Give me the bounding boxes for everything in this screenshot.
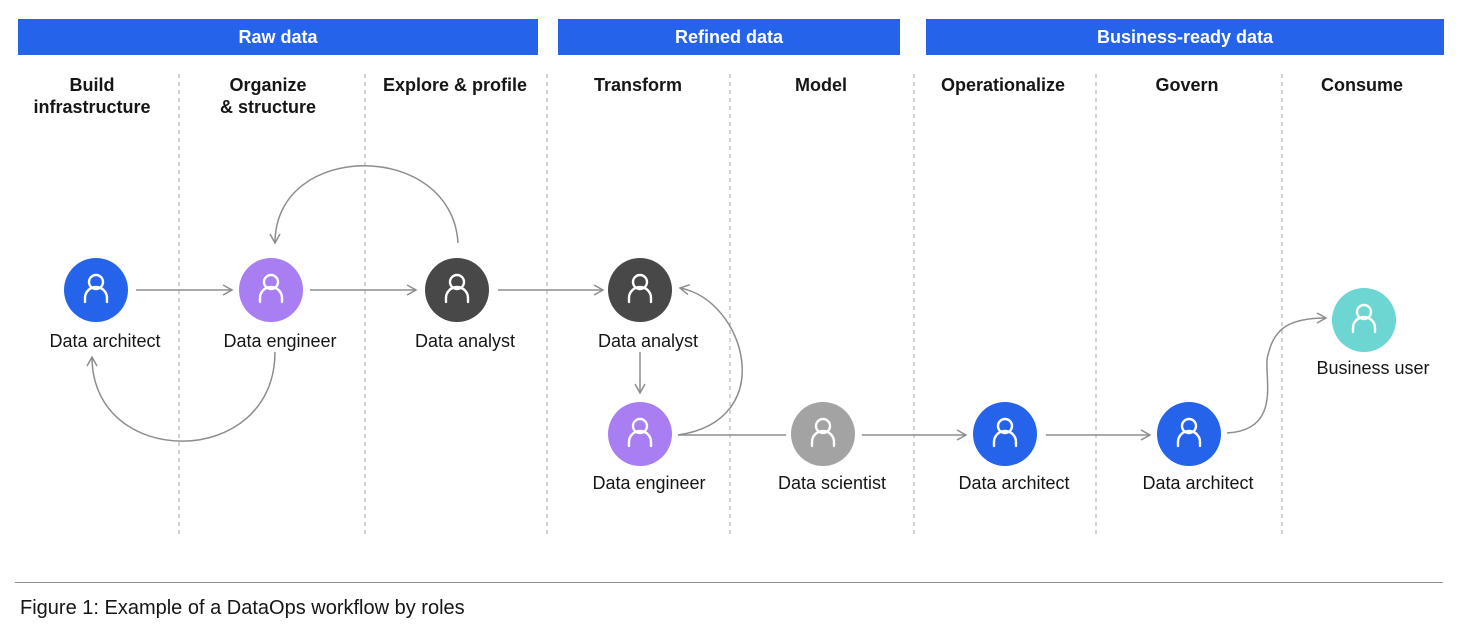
stage-consume: Consume (1320, 75, 1404, 95)
caption-divider (15, 582, 1443, 583)
user-icon (444, 273, 470, 304)
role-label: Data analyst (597, 331, 699, 351)
user-icon (83, 273, 109, 304)
stage-govern: Govern (1155, 75, 1219, 95)
role-label: Data architect (1142, 473, 1254, 493)
avatar-data-scientist (791, 402, 855, 466)
user-icon (627, 417, 653, 448)
stage-model: Model (795, 75, 847, 95)
role-label: Data engineer (223, 331, 337, 351)
user-icon (627, 273, 653, 304)
avatar-data-engineer (239, 258, 303, 322)
figure-caption: Figure 1: Example of a DataOps workflow … (20, 597, 465, 619)
arrow-engineer-to-analyst-loop (677, 284, 743, 436)
stage-organize-structure: Organize & structure (219, 75, 317, 117)
phase-band-refined-data: Refined data (558, 19, 900, 55)
role-label: Data engineer (592, 473, 706, 493)
stage-build-infrastructure: Build infrastructure (33, 75, 151, 117)
avatar-data-engineer-transform (608, 402, 672, 466)
user-icon (258, 273, 284, 304)
avatar-data-architect (64, 258, 128, 322)
user-icon (1176, 417, 1202, 448)
phase-band-business-ready-data: Business-ready data (926, 19, 1444, 55)
role-label: Data analyst (414, 331, 516, 351)
arrow-engineer-to-architect-loop (86, 351, 276, 442)
avatar-data-architect-operationalize (973, 402, 1037, 466)
role-label: Business user (1316, 358, 1430, 378)
stage-explore-profile: Explore & profile (382, 75, 528, 95)
phase-band-raw-data: Raw data (18, 19, 538, 55)
arrow-analyst-to-engineer-loop (269, 165, 459, 245)
role-label: Data architect (958, 473, 1070, 493)
avatar-business-user (1332, 288, 1396, 352)
user-icon (810, 417, 836, 448)
avatar-data-analyst-transform (608, 258, 672, 322)
arrow-architect-to-business-user (1226, 312, 1328, 434)
avatar-data-architect-govern (1157, 402, 1221, 466)
user-icon (1351, 303, 1377, 334)
stage-transform: Transform (593, 75, 683, 95)
role-label: Data architect (49, 331, 161, 351)
stage-operationalize: Operationalize (940, 75, 1066, 95)
role-label: Data scientist (777, 473, 887, 493)
avatar-data-analyst (425, 258, 489, 322)
user-icon (992, 417, 1018, 448)
